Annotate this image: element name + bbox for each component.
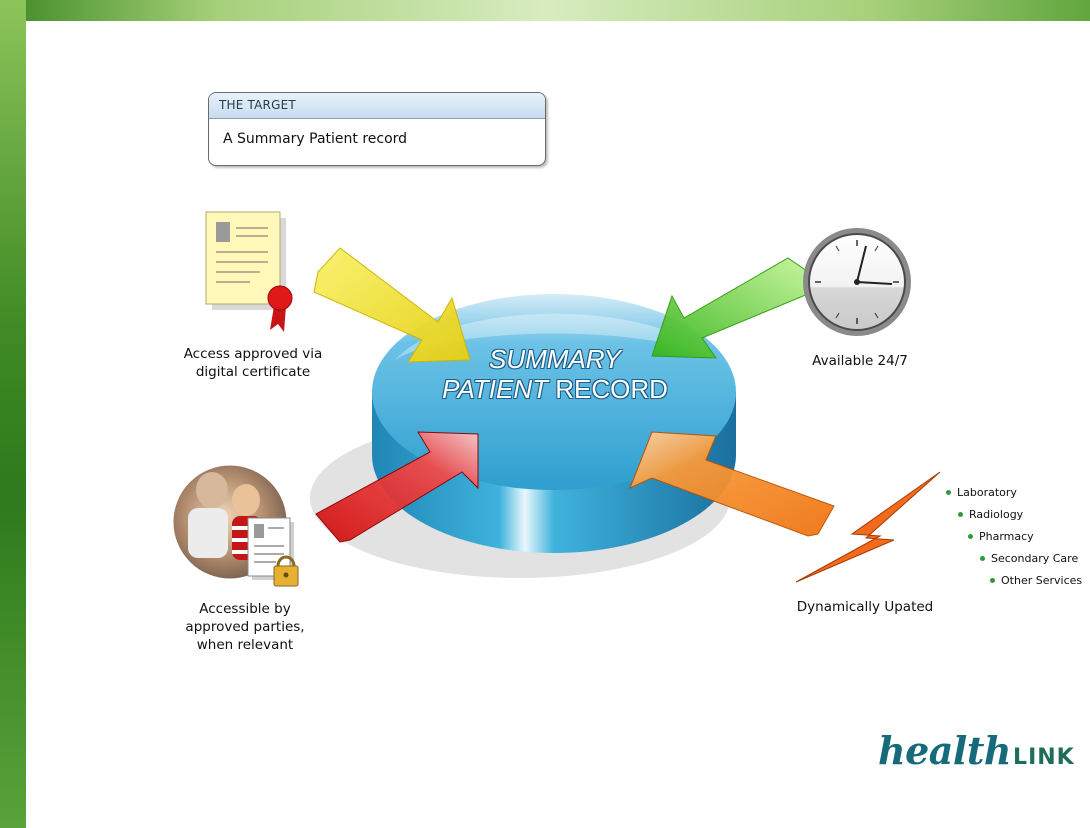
left-frame-bar [0, 0, 26, 828]
disc-title-line1: SUMMARY [489, 344, 621, 374]
service-item: Laboratory [946, 485, 1044, 507]
accessible-label-line3: when relevant [196, 637, 294, 653]
disc-title-record: RECORD [555, 374, 668, 404]
service-item: Secondary Care [980, 551, 1078, 573]
lightning-icon [795, 471, 941, 583]
certificate-label-line2: digital certificate [195, 364, 311, 380]
orange-arrow [629, 431, 835, 537]
bullet-icon [968, 533, 973, 539]
logo-word: health [878, 728, 1012, 773]
bullet-icon [946, 489, 951, 495]
accessible-label-line2: approved parties, [185, 619, 305, 635]
disc-title-patient: PATIENT [442, 374, 549, 404]
certificate-label-line1: Access approved via [183, 346, 323, 362]
disc-top-highlight [395, 313, 715, 360]
service-item: Radiology [958, 507, 1056, 529]
bullet-icon [990, 577, 995, 583]
accessible-label: Accessible by approved parties, when rel… [160, 600, 330, 654]
certificate-icon [205, 211, 293, 332]
disc-title-line2: PATIENT RECORD [420, 374, 690, 404]
target-body: A Summary Patient record [223, 131, 408, 147]
bullet-icon [980, 555, 985, 561]
top-frame-bar [0, 0, 1090, 21]
bullet-icon [958, 511, 963, 517]
yellow-arrow [313, 247, 471, 363]
services-list: Laboratory Radiology Pharmacy Secondary … [946, 485, 1082, 595]
disc-title: SUMMARY PATIENT RECORD [420, 344, 690, 404]
target-header: THE TARGET [209, 93, 545, 119]
accessible-label-line1: Accessible by [199, 601, 291, 617]
service-item: Other Services [990, 573, 1088, 595]
healthlink-logo: healthLINK [878, 728, 1075, 773]
certificate-label: Access approved via digital certificate [168, 345, 338, 381]
logo-link: LINK [1013, 745, 1075, 770]
locked-document-icon [247, 517, 299, 587]
target-box: THE TARGET A Summary Patient record [208, 92, 546, 166]
green-arrow [651, 257, 815, 359]
red-arrow [315, 431, 479, 543]
service-item: Pharmacy [968, 529, 1066, 551]
available-label: Available 24/7 [812, 353, 908, 369]
dynamic-label: Dynamically Upated [796, 599, 934, 615]
clock-icon [803, 228, 911, 336]
